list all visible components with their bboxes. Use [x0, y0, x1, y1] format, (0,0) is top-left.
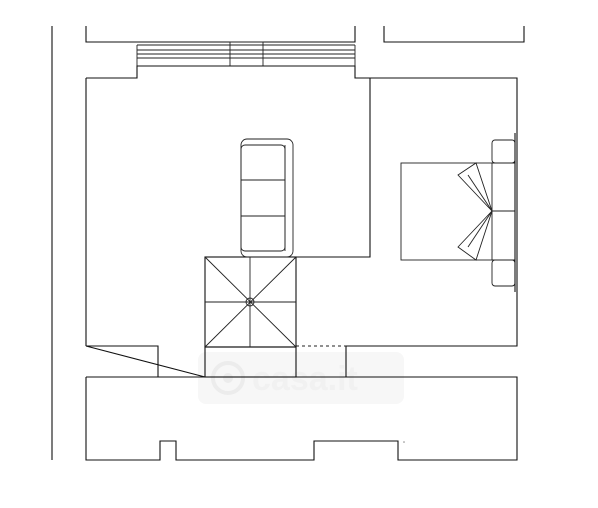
plan-speck — [403, 441, 405, 443]
bottom-strip-wall — [85, 376, 518, 461]
nightstand-bottom — [491, 259, 516, 287]
watermark-logo-icon — [211, 361, 245, 395]
nightstand-top — [491, 139, 516, 164]
watermark: casa.it — [198, 352, 404, 404]
watermark-backdrop — [198, 352, 404, 404]
double-bed-icon — [400, 133, 516, 292]
top-left-room-wall — [85, 26, 356, 43]
main-outer-wall — [85, 65, 518, 378]
window-strip — [136, 41, 356, 67]
interior-partition — [296, 78, 371, 258]
sofa-icon — [240, 138, 294, 258]
top-right-room-wall — [383, 26, 525, 43]
watermark-text: casa.it — [252, 360, 358, 398]
